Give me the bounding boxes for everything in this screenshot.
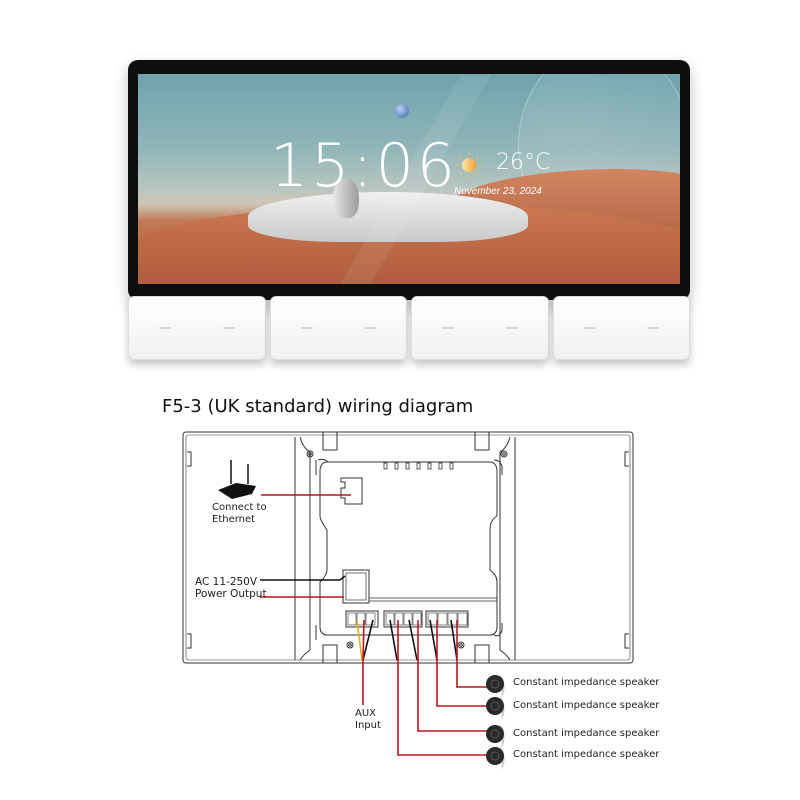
speaker-label-3: Constant impedance speaker — [513, 728, 660, 739]
speaker-terminal-blocks — [345, 610, 469, 628]
indicator-icon — [442, 327, 454, 329]
switch-button-2[interactable] — [269, 296, 407, 360]
router-icon — [218, 460, 256, 499]
speaker-icon — [486, 674, 505, 698]
switch-button-3[interactable] — [411, 296, 549, 360]
speaker-icon — [486, 724, 505, 748]
speaker-label-2: Constant impedance speaker — [513, 700, 660, 711]
power-output-label: AC 11-250V Power Output — [195, 576, 267, 600]
clock-time: 15:06 — [270, 131, 458, 201]
device-screen: 15:06 26°C November 23, 2024 — [138, 74, 680, 284]
indicator-icon — [505, 327, 518, 329]
temperature: 26°C — [496, 150, 551, 175]
speaker-icons — [486, 674, 505, 770]
indicator-icon — [583, 327, 596, 329]
back-plate-outline — [182, 431, 634, 664]
speaker-icon — [486, 746, 505, 770]
planet-graphic — [395, 104, 409, 118]
face-sculpture-graphic — [248, 192, 528, 242]
face-nose-graphic — [333, 178, 359, 218]
indicator-icon — [222, 327, 235, 329]
sun-icon — [457, 153, 481, 177]
ethernet-port — [340, 477, 363, 505]
switch-button-row — [128, 296, 690, 360]
aux-input-label: AUX Input — [355, 708, 381, 731]
diagram-title: F5-3 (UK standard) wiring diagram — [162, 396, 474, 417]
indicator-icon — [364, 327, 376, 329]
date: November 23, 2024 — [454, 186, 542, 197]
ethernet-label: Connect to Ethernet — [212, 502, 267, 525]
switch-button-4[interactable] — [552, 296, 690, 360]
switch-button-1[interactable] — [128, 296, 266, 360]
speaker-label-1: Constant impedance speaker — [513, 677, 660, 688]
indicator-icon — [159, 327, 171, 329]
speaker-label-4: Constant impedance speaker — [513, 749, 660, 760]
indicator-icon — [300, 327, 313, 329]
smart-panel-device: 15:06 26°C November 23, 2024 — [128, 60, 690, 300]
speaker-icon — [486, 696, 505, 720]
power-terminal-block — [342, 569, 370, 604]
indicator-icon — [647, 327, 659, 329]
